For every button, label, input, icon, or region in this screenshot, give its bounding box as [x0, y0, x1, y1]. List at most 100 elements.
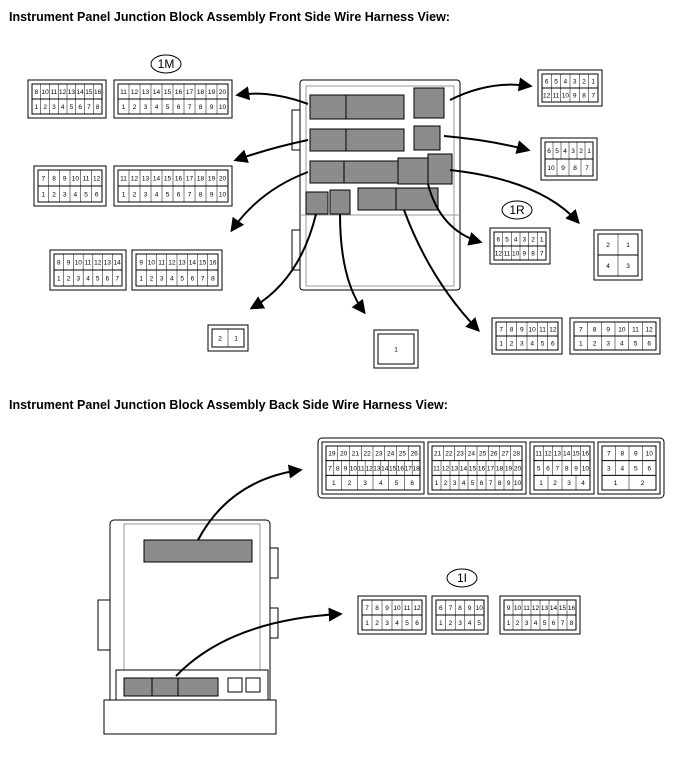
arrow-to-connector-2 — [233, 139, 309, 163]
c6_a-pin-top-3: 10 — [529, 326, 537, 333]
i1_b-pin-top-2: 8 — [458, 605, 462, 612]
arrow-to-1i — [175, 607, 343, 677]
c2_b-pin-top-9: 20 — [219, 175, 227, 182]
c2_b-pin-bottom-5: 6 — [177, 191, 181, 198]
c6_a-pin-top-2: 9 — [520, 326, 524, 333]
c3_a-pin-top-2: 10 — [75, 259, 83, 266]
c1m_a-pin-top-1: 10 — [42, 89, 50, 96]
c1m_a-pin-bottom-2: 3 — [52, 104, 56, 111]
back-socket-1i-b — [151, 677, 179, 697]
socket-top-right-2 — [413, 125, 441, 151]
i1_b-pin-bottom-0: 1 — [439, 620, 443, 627]
big3-pin-r2-4: 9 — [574, 465, 578, 472]
c6_b-pin-top-0: 7 — [579, 326, 583, 333]
c6_a-pin-top-1: 8 — [510, 326, 514, 333]
big2-pin-r3-2: 3 — [453, 480, 457, 487]
c1m_b-pin-bottom-8: 9 — [210, 104, 214, 111]
i1_c-pin-top-5: 14 — [550, 605, 558, 612]
r1r-pin-top-2: 4 — [514, 236, 518, 243]
c1m_b-pin-bottom-9: 10 — [219, 104, 227, 111]
label-1m-text: 1M — [158, 57, 175, 71]
big2-pin-r1-3: 24 — [468, 451, 476, 458]
i1_b-pin-top-1: 7 — [449, 605, 453, 612]
arrow-to-1r — [427, 183, 483, 246]
big1-pin-r1-0: 19 — [328, 451, 336, 458]
big1-pin-r2-4: 11 — [358, 465, 365, 472]
big4-pin-r1-0: 7 — [607, 451, 611, 458]
big3-pin-r2-2: 7 — [556, 465, 560, 472]
big1-pin-r2-10: 17 — [405, 465, 413, 472]
socket-3-right — [343, 160, 403, 184]
c1m_b-pin-top-4: 15 — [164, 89, 172, 96]
c1m_a-pin-top-7: 16 — [94, 89, 102, 96]
i1_b-pin-bottom-3: 4 — [468, 620, 472, 627]
front-block-tab-left — [291, 109, 301, 151]
i1_a-pin-bottom-4: 5 — [405, 620, 409, 627]
c3_a-pin-top-0: 8 — [57, 259, 61, 266]
c6_b-pin-top-4: 11 — [632, 326, 639, 333]
label-1m: 1M — [150, 54, 182, 74]
c1m_b-pin-bottom-6: 7 — [188, 104, 192, 111]
big4-pin-r2-1: 4 — [620, 465, 624, 472]
back-block-tab-left — [97, 599, 111, 651]
big1-pin-r3-4: 5 — [395, 480, 399, 487]
big4-pin-r2-0: 3 — [607, 465, 611, 472]
tr1-pin-bottom-0: 12 — [543, 92, 551, 99]
c6_b-pin-bottom-2: 3 — [606, 340, 610, 347]
i1_a-pin-bottom-0: 1 — [365, 620, 369, 627]
i1_c-pin-top-1: 10 — [514, 605, 522, 612]
c1pin-outline — [373, 329, 419, 369]
c1m_a-pin-bottom-6: 7 — [87, 104, 91, 111]
tr1-pin-top-1: 5 — [554, 78, 558, 85]
c3_a-pin-bottom-2: 3 — [76, 275, 80, 282]
c3_b-pin-top-7: 16 — [209, 259, 217, 266]
i1_c-pin-bottom-6: 7 — [561, 620, 565, 627]
c3_b-pin-bottom-4: 5 — [180, 275, 184, 282]
r1r-pin-top-1: 5 — [505, 236, 509, 243]
big2-pin-r3-1: 2 — [444, 480, 448, 487]
tr2-pin-bottom-2: 8 — [573, 165, 577, 172]
c2_a-pin-bottom-5: 6 — [95, 191, 99, 198]
tr1-pin-bottom-3: 9 — [573, 92, 577, 99]
back-view-heading: Instrument Panel Junction Block Assembly… — [9, 398, 448, 412]
c2_b-pin-bottom-7: 8 — [199, 191, 203, 198]
big1-pin-r3-0: 1 — [332, 480, 336, 487]
c3_a-pin-top-4: 12 — [94, 259, 102, 266]
c1m_b-pin-bottom-3: 4 — [155, 104, 159, 111]
i1_c-pin-top-7: 16 — [568, 605, 576, 612]
arrow-to-connector-6 — [403, 209, 480, 333]
c2_a-pin-bottom-1: 2 — [52, 191, 56, 198]
big2-pin-r3-6: 7 — [489, 480, 493, 487]
c6_b-pin-top-1: 8 — [593, 326, 597, 333]
c6_a-pin-top-4: 11 — [539, 326, 546, 333]
big3-pin-r1-5: 16 — [582, 451, 590, 458]
socket-top-right-1 — [413, 87, 445, 119]
big2-pin-r3-7: 8 — [498, 480, 502, 487]
c6_b-pin-bottom-0: 1 — [579, 340, 583, 347]
c3_b-pin-top-4: 13 — [179, 259, 187, 266]
big2-pin-r1-5: 26 — [490, 451, 498, 458]
c1m_b-pin-bottom-4: 5 — [166, 104, 170, 111]
c3_a-pin-bottom-5: 6 — [106, 275, 110, 282]
socket-1m-right — [345, 94, 405, 120]
c2_b-pin-top-3: 14 — [153, 175, 161, 182]
c6_b-pin-top-3: 10 — [618, 326, 626, 333]
c2_a-pin-top-5: 12 — [93, 175, 101, 182]
i1_a-pin-top-0: 7 — [365, 605, 369, 612]
front-block-tab-left-lower — [291, 229, 301, 271]
c6_b-pin-bottom-5: 6 — [647, 340, 651, 347]
big4-pin-r1-3: 10 — [646, 451, 654, 458]
c1pin-pin-top-0: 1 — [394, 346, 398, 353]
back-block-foot — [103, 699, 277, 735]
big1-pin-r2-2: 9 — [344, 465, 348, 472]
c3_b-pin-bottom-6: 7 — [201, 275, 205, 282]
back-arrows — [175, 464, 343, 677]
r1r-pin-bottom-4: 8 — [531, 250, 535, 257]
i1_a-pin-top-3: 10 — [393, 605, 401, 612]
c6_b-pin-bottom-3: 4 — [620, 340, 624, 347]
